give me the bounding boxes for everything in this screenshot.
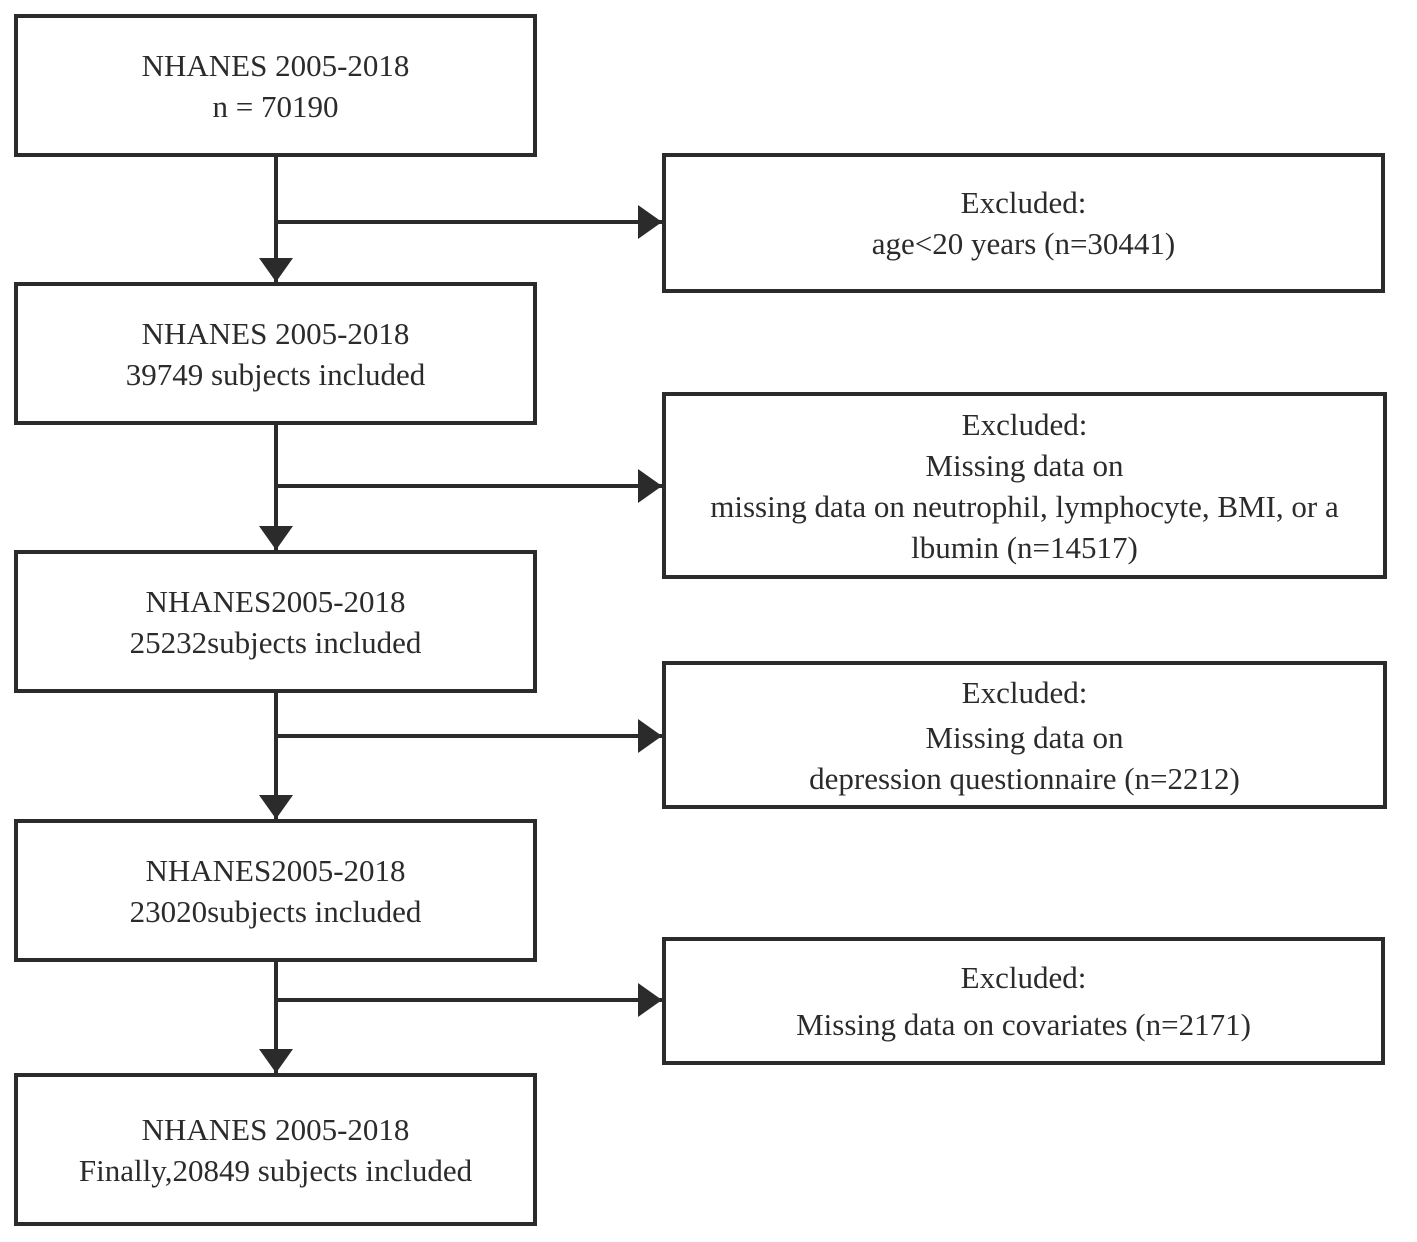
step-box-depression-filtered: NHANES2005-2018 23020subjects included	[14, 819, 537, 962]
step-title: NHANES2005-2018	[145, 852, 406, 888]
exclusion-box-covariates: Excluded: Missing data on covariates (n=…	[662, 937, 1385, 1065]
step-box-final: NHANES 2005-2018 Finally,20849 subjects …	[14, 1073, 537, 1226]
step-box-initial: NHANES 2005-2018 n = 70190	[14, 14, 537, 157]
step-count: n = 70190	[212, 88, 339, 124]
exclusion-heading: Excluded:	[961, 674, 1088, 710]
exclusion-heading: Excluded:	[960, 960, 1087, 995]
step-count: Finally,20849 subjects included	[78, 1152, 473, 1188]
exclusion-subheading: Missing data on	[925, 719, 1124, 755]
step-title: NHANES2005-2018	[145, 583, 406, 619]
exclusion-text: missing data on neutrophil, lymphocyte, …	[710, 488, 1339, 565]
step-title: NHANES 2005-2018	[141, 1111, 410, 1147]
exclusion-text: age<20 years (n=30441)	[871, 226, 1176, 261]
exclusion-subheading: Missing data on	[925, 447, 1124, 483]
exclusion-text: depression questionnaire (n=2212)	[809, 760, 1240, 796]
exclusion-box-depression: Excluded: Missing data on depression que…	[662, 661, 1387, 809]
exclusion-box-age: Excluded: age<20 years (n=30441)	[662, 153, 1385, 293]
step-count: 23020subjects included	[129, 893, 422, 929]
step-count: 39749 subjects included	[125, 356, 426, 392]
exclusion-heading: Excluded:	[960, 185, 1087, 220]
step-title: NHANES 2005-2018	[141, 47, 410, 83]
exclusion-heading: Excluded:	[961, 406, 1088, 442]
step-count: 25232subjects included	[129, 624, 422, 660]
step-title: NHANES 2005-2018	[141, 315, 410, 351]
step-box-lab-filtered: NHANES2005-2018 25232subjects included	[14, 550, 537, 693]
step-box-age-filtered: NHANES 2005-2018 39749 subjects included	[14, 282, 537, 425]
exclusion-text: Missing data on covariates (n=2171)	[796, 1007, 1251, 1042]
exclusion-box-lab-data: Excluded: Missing data on missing data o…	[662, 392, 1387, 579]
